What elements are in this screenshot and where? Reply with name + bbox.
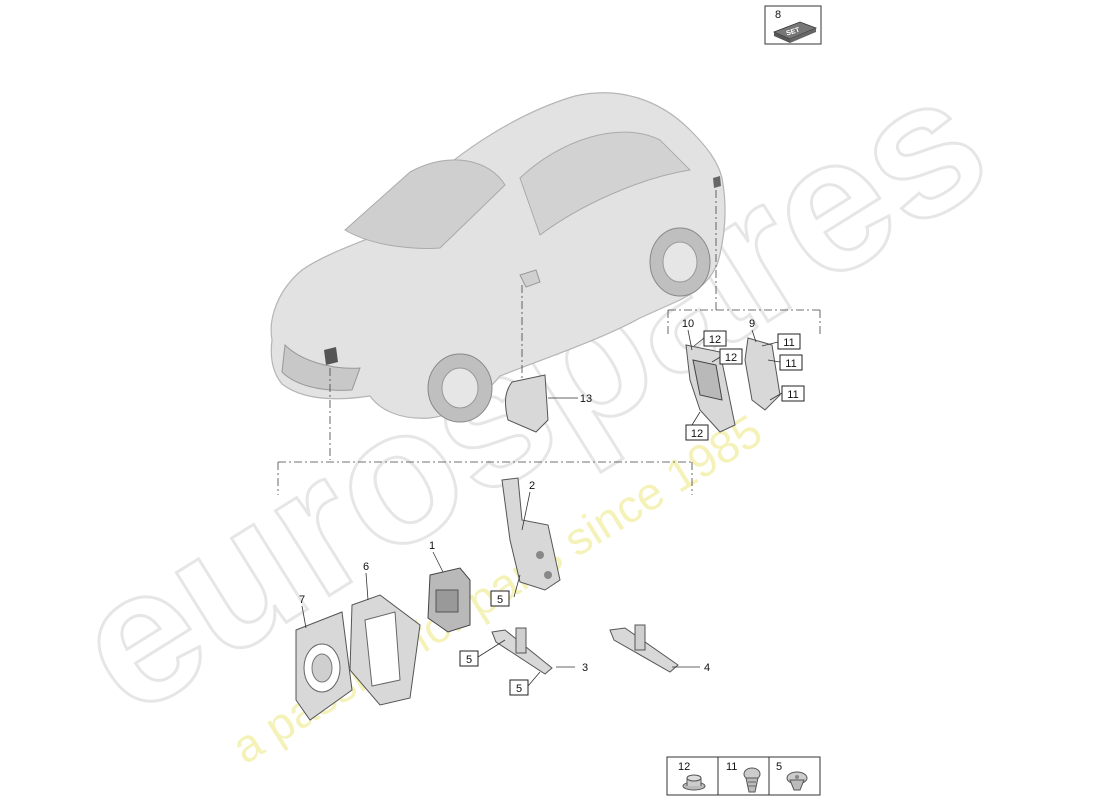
callout-label-13: 13 [580, 393, 592, 405]
car-sensor-front [324, 347, 338, 365]
callout-9: 9 [749, 318, 755, 330]
callout-12-b: 12 [719, 348, 743, 365]
car-illustration [270, 92, 726, 423]
part-7-cover [295, 611, 353, 721]
callout-label-12b: 12 [725, 352, 737, 364]
part-4-rail [609, 624, 679, 673]
callout-label-4: 4 [704, 662, 710, 674]
callout-label-7: 7 [299, 594, 305, 606]
fastener-legend: 12 11 5 [666, 756, 821, 796]
legend-cell-11: 11 [726, 761, 761, 793]
callout-label-5a: 5 [497, 594, 503, 606]
callout-label-11c: 11 [787, 389, 798, 401]
callout-11-a: 11 [777, 333, 801, 350]
callout-label-10: 10 [682, 318, 694, 330]
part-13-bracket [504, 374, 578, 433]
callout-label-11a: 11 [783, 337, 794, 349]
callout-11-c: 11 [781, 385, 805, 402]
part-3-rail [491, 627, 553, 675]
legend-cell-5: 5 [776, 761, 808, 791]
callout-label-2: 2 [529, 480, 535, 492]
callout-7: 7 [299, 594, 305, 606]
part-6-frame [349, 594, 421, 706]
callout-label-5c: 5 [516, 683, 522, 695]
callout-10: 10 [682, 318, 694, 330]
part-2-bracket [501, 477, 561, 591]
legend-cell-12: 12 [678, 761, 706, 791]
legend-label-5: 5 [776, 761, 782, 773]
set-badge-text: SET [786, 26, 802, 37]
legend-label-11: 11 [726, 761, 737, 773]
callout-12-c: 12 [685, 424, 709, 441]
car-grille [281, 343, 361, 391]
car-rear-sensor [713, 176, 721, 188]
car-side-window [519, 131, 692, 236]
car-front-wheel-rim [441, 367, 479, 409]
callout-1: 1 [429, 540, 435, 552]
part-1-sensor [427, 567, 471, 633]
callout-4: 4 [704, 662, 710, 674]
car-windshield [344, 159, 506, 249]
set-box: 8 SET [764, 5, 822, 45]
group-lines [277, 190, 821, 495]
callout-11-b: 11 [779, 354, 803, 371]
callout-3: 3 [582, 662, 588, 674]
callout-2: 2 [529, 480, 535, 492]
callout-5-c: 5 [509, 679, 529, 696]
callout-12-a: 12 [703, 330, 727, 347]
part-9-bracket [744, 337, 781, 411]
bolt-icon [786, 771, 808, 791]
callout-13: 13 [580, 393, 592, 405]
callout-label-1: 1 [429, 540, 435, 552]
car-mirror [519, 269, 541, 288]
callout-5-b: 5 [459, 650, 479, 667]
legend-label-12: 12 [678, 761, 690, 773]
callout-label-11b: 11 [785, 358, 796, 370]
set-box-number: 8 [775, 9, 781, 21]
callout-5-a: 5 [490, 590, 510, 607]
nut-icon [682, 774, 706, 791]
callout-label-3: 3 [582, 662, 588, 674]
callout-label-5b: 5 [466, 654, 472, 666]
callout-label-12c: 12 [691, 428, 703, 440]
car-rear-wheel-rim [662, 241, 698, 283]
callout-6: 6 [363, 561, 369, 573]
callout-label-9: 9 [749, 318, 755, 330]
callout-label-6: 6 [363, 561, 369, 573]
callout-label-12a: 12 [709, 334, 721, 346]
screw-icon [743, 767, 761, 793]
